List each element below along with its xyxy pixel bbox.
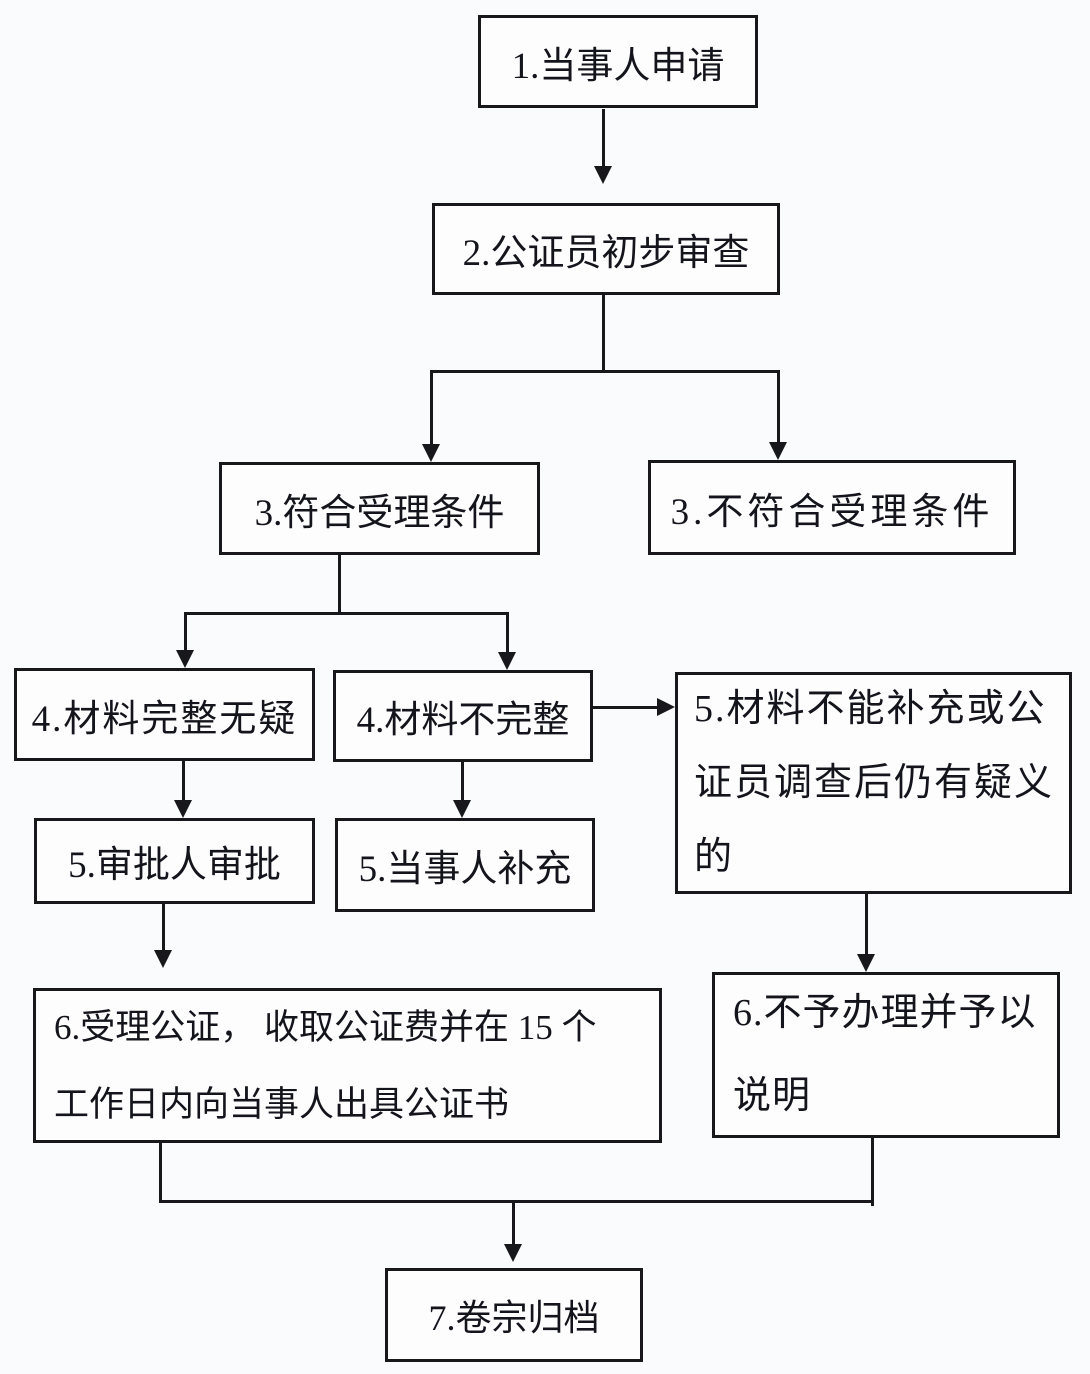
connector-merge-bar: [159, 1200, 874, 1203]
connector-step5-unresolvable-step6-refuse: [865, 894, 868, 954]
node-label-line: 6.不予办理并予以: [733, 992, 1037, 1034]
arrowhead-step5-approval-icon: [174, 800, 192, 818]
node-label: 3.符合受理条件: [254, 492, 505, 534]
node-6-refuse-with-explanation: 6.不予办理并予以 说明: [712, 972, 1060, 1138]
node-label-line: 说明: [733, 1075, 812, 1117]
connector-step6-accept-merge: [159, 1143, 162, 1203]
node-label: 1.当事人申请: [511, 45, 725, 87]
node-label-line: 6.受理公证， 收取公证费并在 15 个: [54, 1007, 597, 1047]
connector-step4-complete-step5-approval: [182, 761, 185, 800]
connector-step1-step2: [602, 109, 605, 166]
arrowhead-step6-refuse-icon: [857, 954, 875, 972]
node-2-notary-preliminary-review: 2.公证员初步审查: [432, 203, 780, 295]
node-6-accept-notarization-issue-certificate: 6.受理公证， 收取公证费并在 15 个 工作日内向当事人出具公证书: [33, 988, 662, 1143]
node-label: 4.材料不完整: [356, 700, 570, 741]
node-5-materials-cannot-be-supplemented: 5.材料不能补充或公 证员调查后仍有疑义 的: [675, 672, 1072, 894]
arrowhead-step5-supplement-icon: [453, 800, 471, 818]
node-label: 4.材料完整无疑: [31, 698, 298, 740]
connector-step5-approval-step6-accept: [162, 903, 165, 950]
node-label-line: 的: [694, 836, 735, 878]
node-label: 5.审批人审批: [68, 845, 281, 886]
node-label-line: 5.材料不能补充或公: [694, 688, 1047, 730]
connector-branch-to-step3-reject: [777, 370, 780, 442]
arrowhead-step3-reject-icon: [769, 442, 787, 460]
arrowhead-step4-complete-icon: [176, 650, 194, 668]
arrowhead-step5-unresolvable-icon: [657, 698, 675, 716]
arrowhead-step7-icon: [504, 1244, 522, 1262]
connector-step4-incomplete-step5-unresolvable: [592, 706, 657, 709]
connector-step2-branch-bar: [430, 370, 780, 373]
node-3-meets-acceptance-conditions: 3.符合受理条件: [219, 462, 540, 555]
arrowhead-step6-accept-icon: [154, 950, 172, 968]
node-1-party-application: 1.当事人申请: [478, 15, 758, 108]
connector-step6-refuse-merge: [871, 1138, 874, 1206]
connector-step2-branch-stem: [602, 295, 605, 372]
node-4-materials-incomplete: 4.材料不完整: [333, 670, 593, 762]
node-label: 3.不符合受理条件: [670, 491, 994, 533]
node-3-does-not-meet-conditions: 3.不符合受理条件: [648, 460, 1016, 555]
arrowhead-step4-incomplete-icon: [498, 652, 516, 670]
node-label-line: 工作日内向当事人出具公证书: [54, 1084, 510, 1124]
node-5-approver-approval: 5.审批人审批: [34, 818, 315, 904]
connector-step4-incomplete-step5-supplement: [461, 762, 464, 800]
connector-merge-step7: [512, 1200, 515, 1244]
node-label: 2.公证员初步审查: [462, 233, 750, 274]
connector-branch-to-step4-incomplete: [506, 612, 509, 652]
arrowhead-step3-accept-icon: [422, 444, 440, 462]
arrowhead-step1-step2-icon: [594, 166, 612, 184]
connector-step3-branch-bar: [184, 612, 509, 615]
connector-branch-to-step3-accept: [430, 370, 433, 444]
node-label: 5.当事人补充: [358, 849, 572, 890]
node-4-materials-complete: 4.材料完整无疑: [14, 668, 315, 761]
connector-step3-branch-stem: [338, 555, 341, 614]
node-5-party-supplements: 5.当事人补充: [335, 818, 595, 912]
node-label-line: 证员调查后仍有疑义: [694, 762, 1055, 804]
node-7-file-archiving: 7.卷宗归档: [385, 1268, 643, 1362]
connector-branch-to-step4-complete: [184, 612, 187, 650]
node-label: 7.卷宗归档: [428, 1298, 600, 1338]
